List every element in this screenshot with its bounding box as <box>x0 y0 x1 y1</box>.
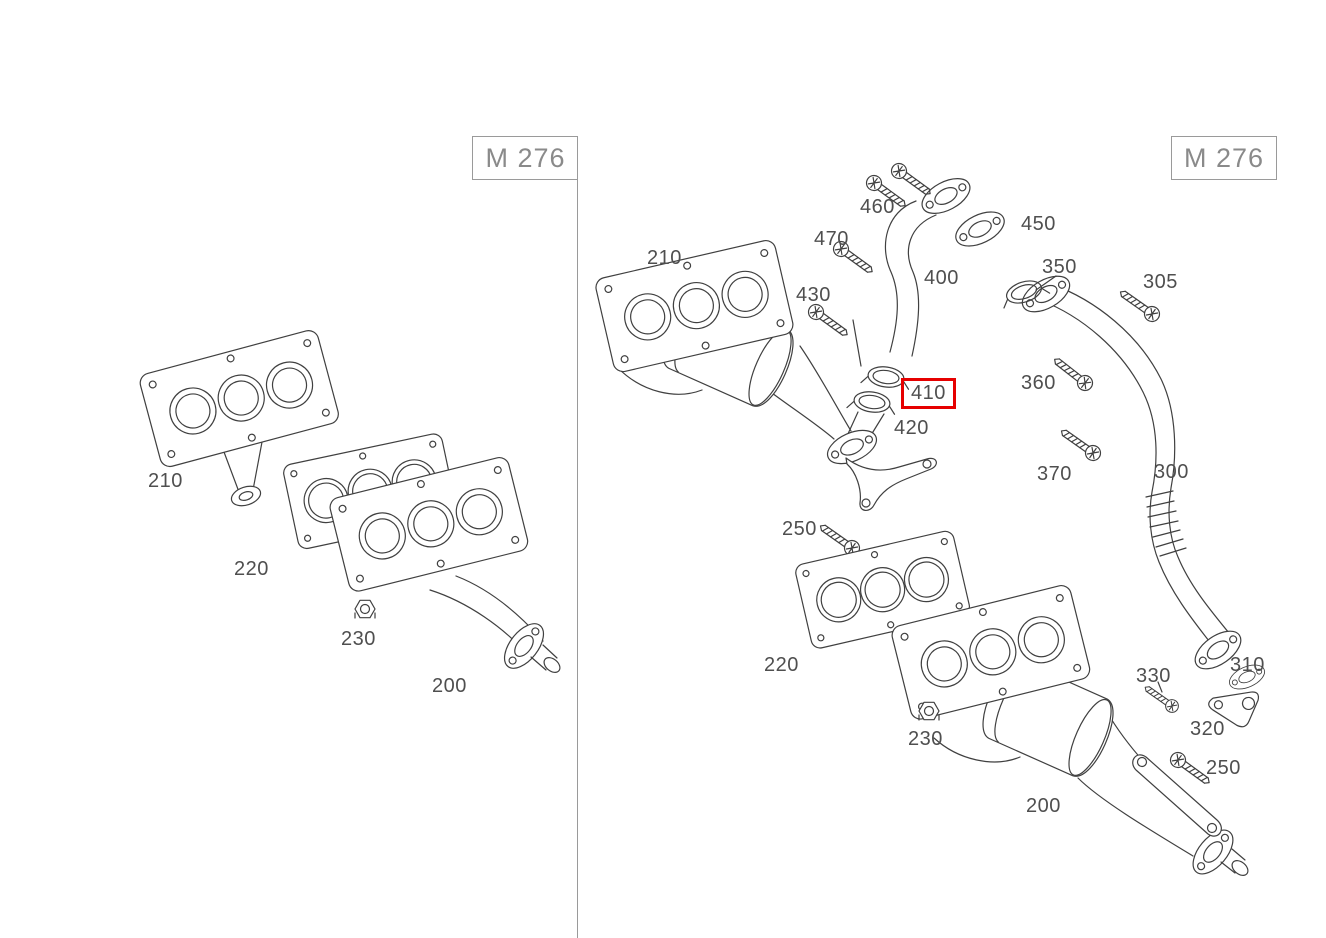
engine-code-right-label: M 276 <box>1183 142 1265 173</box>
part-label-310[interactable]: 310 <box>1230 654 1265 676</box>
part-label-360[interactable]: 360 <box>1021 372 1056 394</box>
part-label-230-right[interactable]: 230 <box>908 728 943 750</box>
part-label-210-right[interactable]: 210 <box>647 247 682 269</box>
part-label-460[interactable]: 460 <box>860 196 895 218</box>
part-label-330[interactable]: 330 <box>1136 665 1171 687</box>
part-label-305[interactable]: 305 <box>1143 271 1178 293</box>
engine-code-left-label: M 276 <box>485 142 566 173</box>
part-label-430[interactable]: 430 <box>796 284 831 306</box>
part-label-420[interactable]: 420 <box>894 417 929 439</box>
part-label-230-left[interactable]: 230 <box>341 628 376 650</box>
part-label-320[interactable]: 320 <box>1190 718 1225 740</box>
panel-divider <box>577 136 578 938</box>
engine-code-box-left: M 276 <box>472 136 578 180</box>
part-label-350[interactable]: 350 <box>1042 256 1077 278</box>
part-label-470[interactable]: 470 <box>814 228 849 250</box>
part-label-220-right[interactable]: 220 <box>764 654 799 676</box>
part-label-200-right[interactable]: 200 <box>1026 795 1061 817</box>
part-label-250[interactable]: 250 <box>782 518 817 540</box>
part-label-370[interactable]: 370 <box>1037 463 1072 485</box>
part-label-210-left[interactable]: 210 <box>148 470 183 492</box>
part-label-300[interactable]: 300 <box>1154 461 1189 483</box>
part-label-200-left[interactable]: 200 <box>432 675 467 697</box>
part-label-410-highlighted[interactable]: 410 <box>901 378 956 409</box>
part-label-250-b[interactable]: 250 <box>1206 757 1241 779</box>
part-label-220-left[interactable]: 220 <box>234 558 269 580</box>
part-label-400[interactable]: 400 <box>924 267 959 289</box>
engine-code-box-right: M 276 <box>1171 136 1277 180</box>
part-label-450[interactable]: 450 <box>1021 213 1056 235</box>
left-assembly <box>138 328 561 676</box>
right-assembly <box>594 159 1269 882</box>
